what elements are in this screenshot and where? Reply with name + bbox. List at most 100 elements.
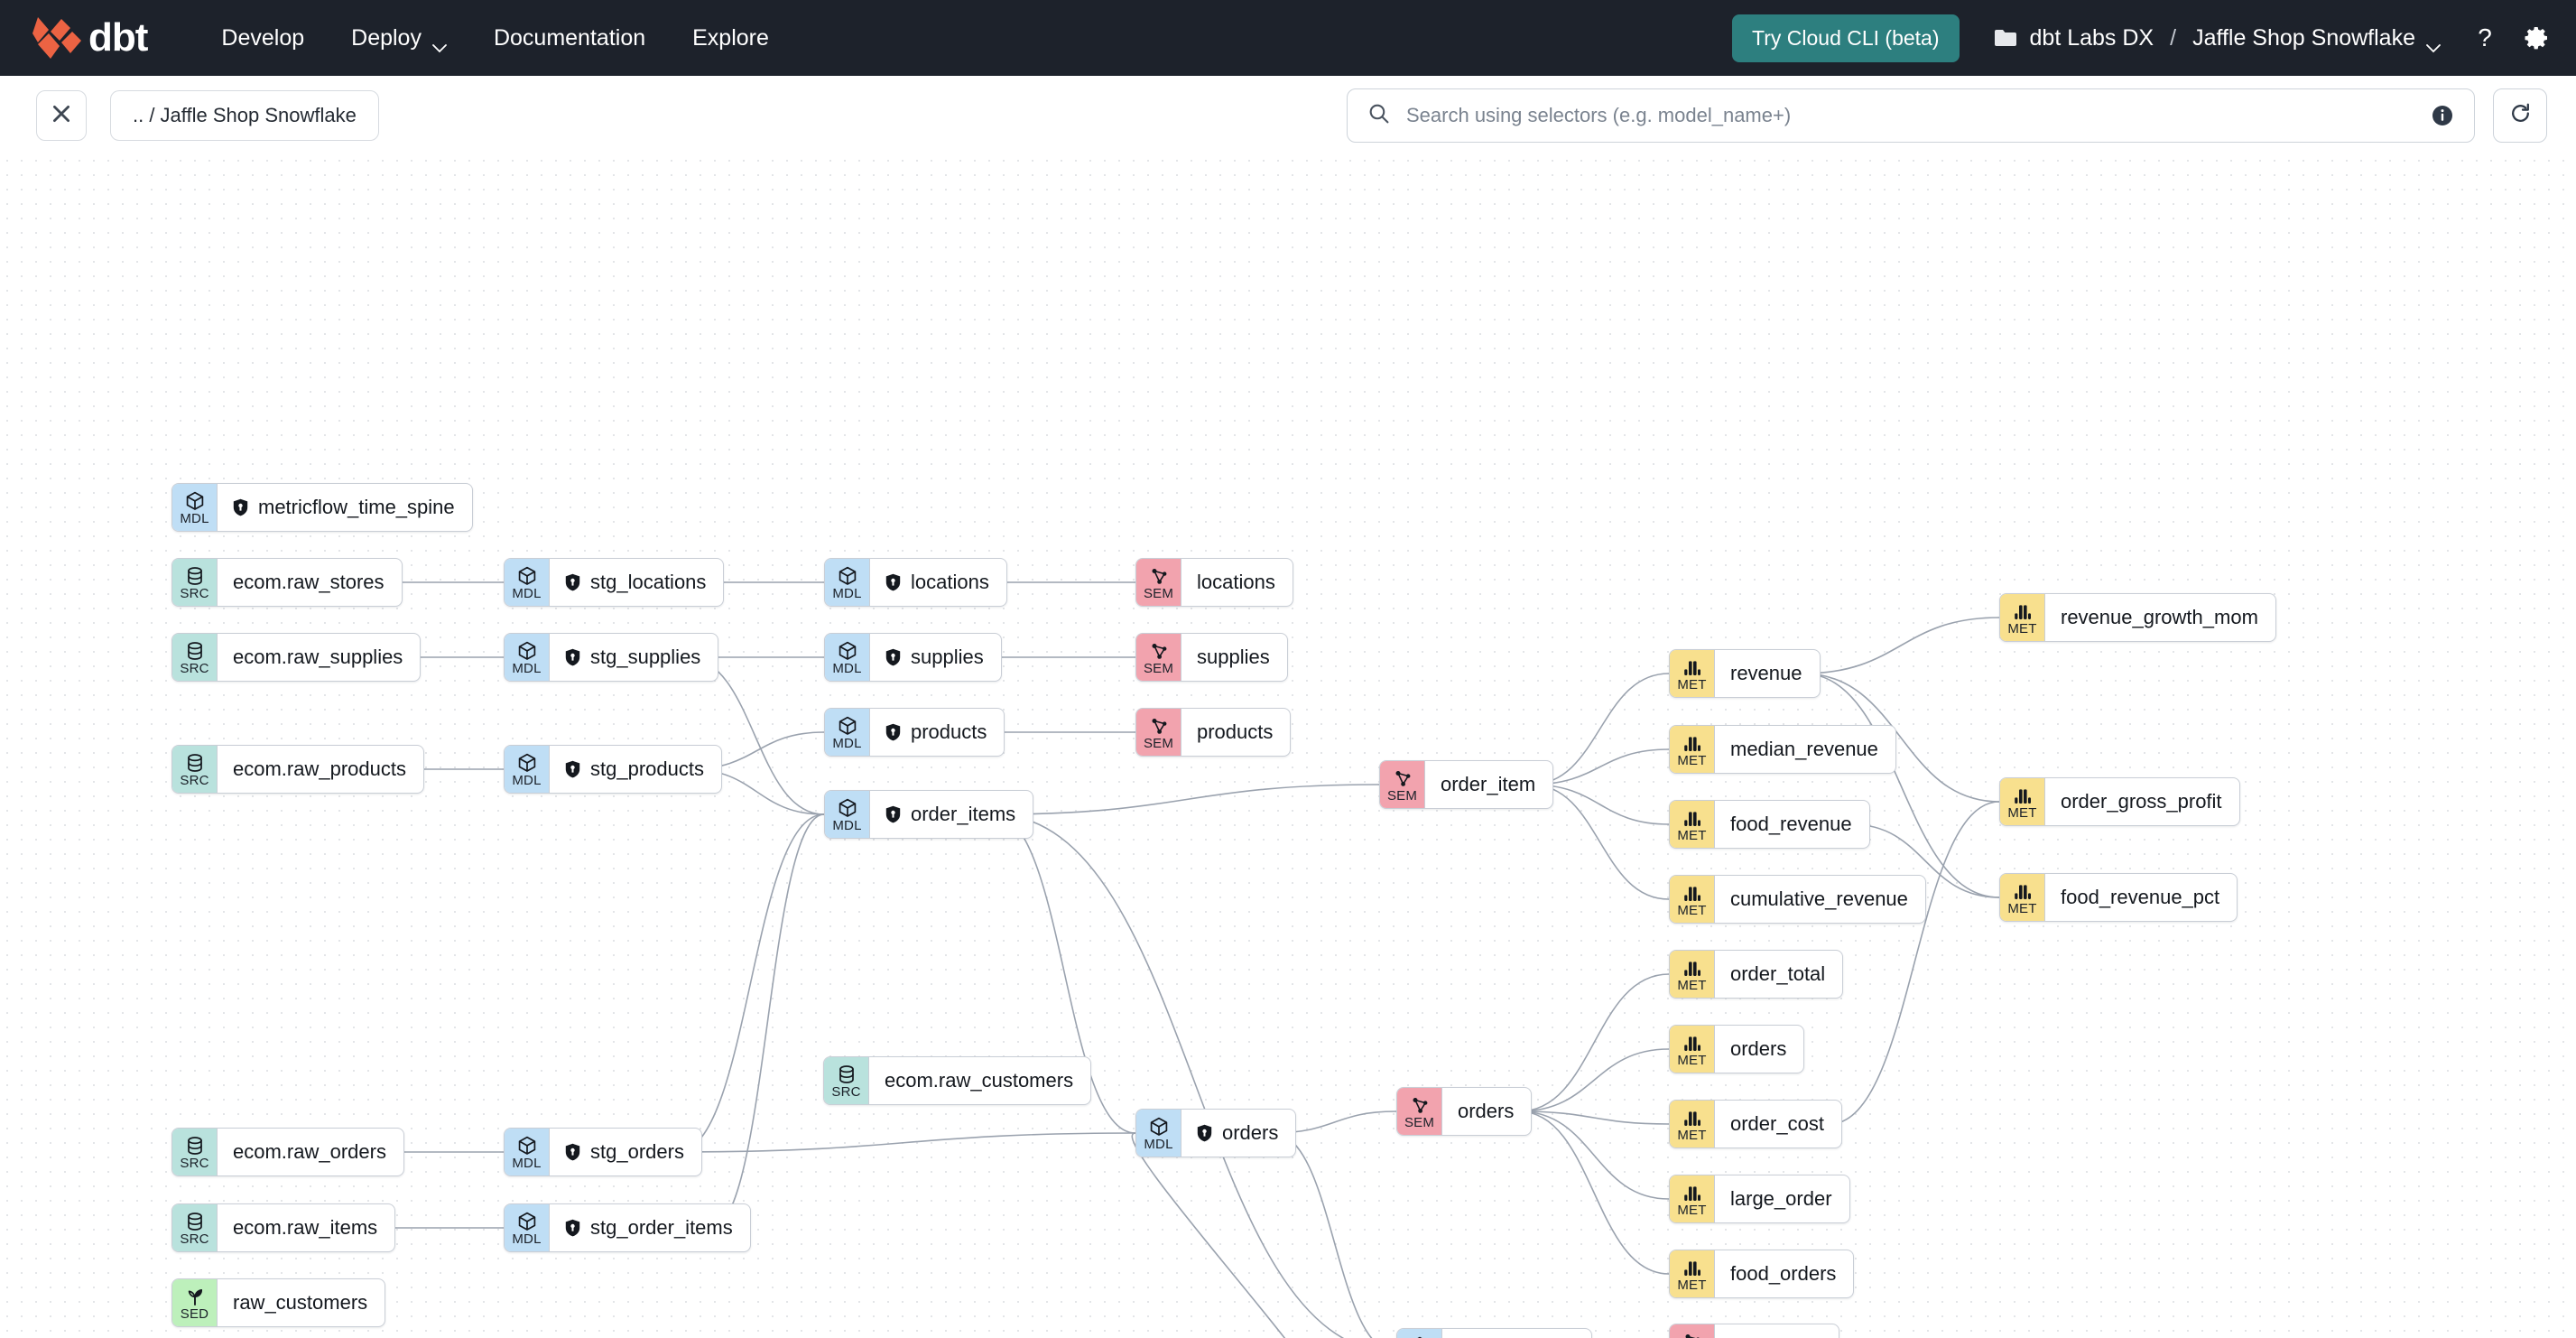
nav-deploy[interactable]: Deploy [328,16,470,60]
node-type-label: SEM [1143,660,1174,676]
src-type-badge: SRC [172,746,218,793]
met-type-badge: MET [1670,1175,1715,1222]
node-label: locations [1181,559,1293,606]
sem-type-badge: SEM [1380,761,1425,808]
node-label: raw_customers [218,1279,385,1326]
node-type-label: MDL [512,1155,542,1171]
chevron-down-icon [2426,33,2441,53]
refresh-button[interactable] [2493,88,2547,143]
search-bar[interactable] [1347,88,2475,143]
dbt-logo[interactable]: dbt [31,14,148,62]
mdl-icon [186,491,203,510]
node-type-label: SRC [180,660,209,676]
lineage-edge [1530,673,1670,785]
dbt-wordmark: dbt [88,15,148,60]
src-icon [187,753,202,772]
node-type-label: MET [1677,1052,1707,1068]
mdl-type-badge: MDL [172,484,218,531]
lineage-node-mdl_customers[interactable]: MDLcustomers [1396,1328,1593,1338]
node-label: stg_supplies [550,634,718,681]
node-name-text: locations [1197,571,1275,593]
mdl-type-badge: MDL [825,634,870,681]
met-icon [1683,1110,1700,1126]
src-icon [187,1212,202,1231]
lineage-node-sed_customers[interactable]: SED raw_customers [171,1278,386,1327]
node-type-label: MDL [512,1231,542,1247]
node-type-label: SRC [180,1155,209,1171]
mdl-type-badge: MDL [505,634,550,681]
close-button[interactable] [36,90,87,141]
met-icon [1683,886,1700,901]
sem-icon [1395,770,1410,786]
node-name-text: revenue_growth_mom [2061,606,2258,628]
sem-type-badge: SEM [1397,1088,1442,1135]
node-name-text: ecom.raw_orders [233,1140,386,1163]
question-mark-icon[interactable]: ? [2471,23,2498,51]
met-type-badge: MET [2000,778,2045,825]
lineage-node-sem_customers[interactable]: SEMcustomers [1669,1324,1840,1338]
lineage-edge [993,784,1380,815]
account-name[interactable]: dbt Labs DX [2029,24,2154,51]
mdl-icon [518,566,535,585]
nav-develop[interactable]: Develop [198,16,328,60]
project-selector[interactable]: Jaffle Shop Snowflake [2192,25,2441,53]
mdl-type-badge: MDL [505,1129,550,1175]
met-type-badge: MET [1670,726,1715,773]
info-circle-icon[interactable] [2431,104,2454,127]
mdl-type-badge: MDL [1136,1110,1181,1157]
node-name-text: customers [1730,1336,1821,1338]
breadcrumb-button[interactable]: .. / Jaffle Shop Snowflake [110,90,379,141]
node-type-label: SED [180,1305,209,1322]
try-cloud-cli-button[interactable]: Try Cloud CLI (beta) [1732,14,1960,62]
nav-deploy-label: Deploy [351,24,422,51]
mdl-icon [839,798,856,817]
nav-documentation[interactable]: Documentation [470,16,669,60]
node-label: customers [1715,1324,1839,1338]
breadcrumb-separator: / [2170,24,2177,51]
nav-explore[interactable]: Explore [669,16,792,60]
met-icon [1683,1036,1700,1051]
lineage-node-src_orders[interactable]: SRC ecom.raw_orders [171,1128,404,1176]
gear-icon[interactable] [2524,24,2551,51]
src-type-badge: SRC [172,1204,218,1251]
node-label: ecom.raw_items [218,1204,394,1251]
node-type-label: MET [1677,676,1707,692]
met-type-badge: MET [1670,801,1715,848]
public-access-shield-icon [885,648,901,666]
search-input[interactable] [1406,104,2414,127]
